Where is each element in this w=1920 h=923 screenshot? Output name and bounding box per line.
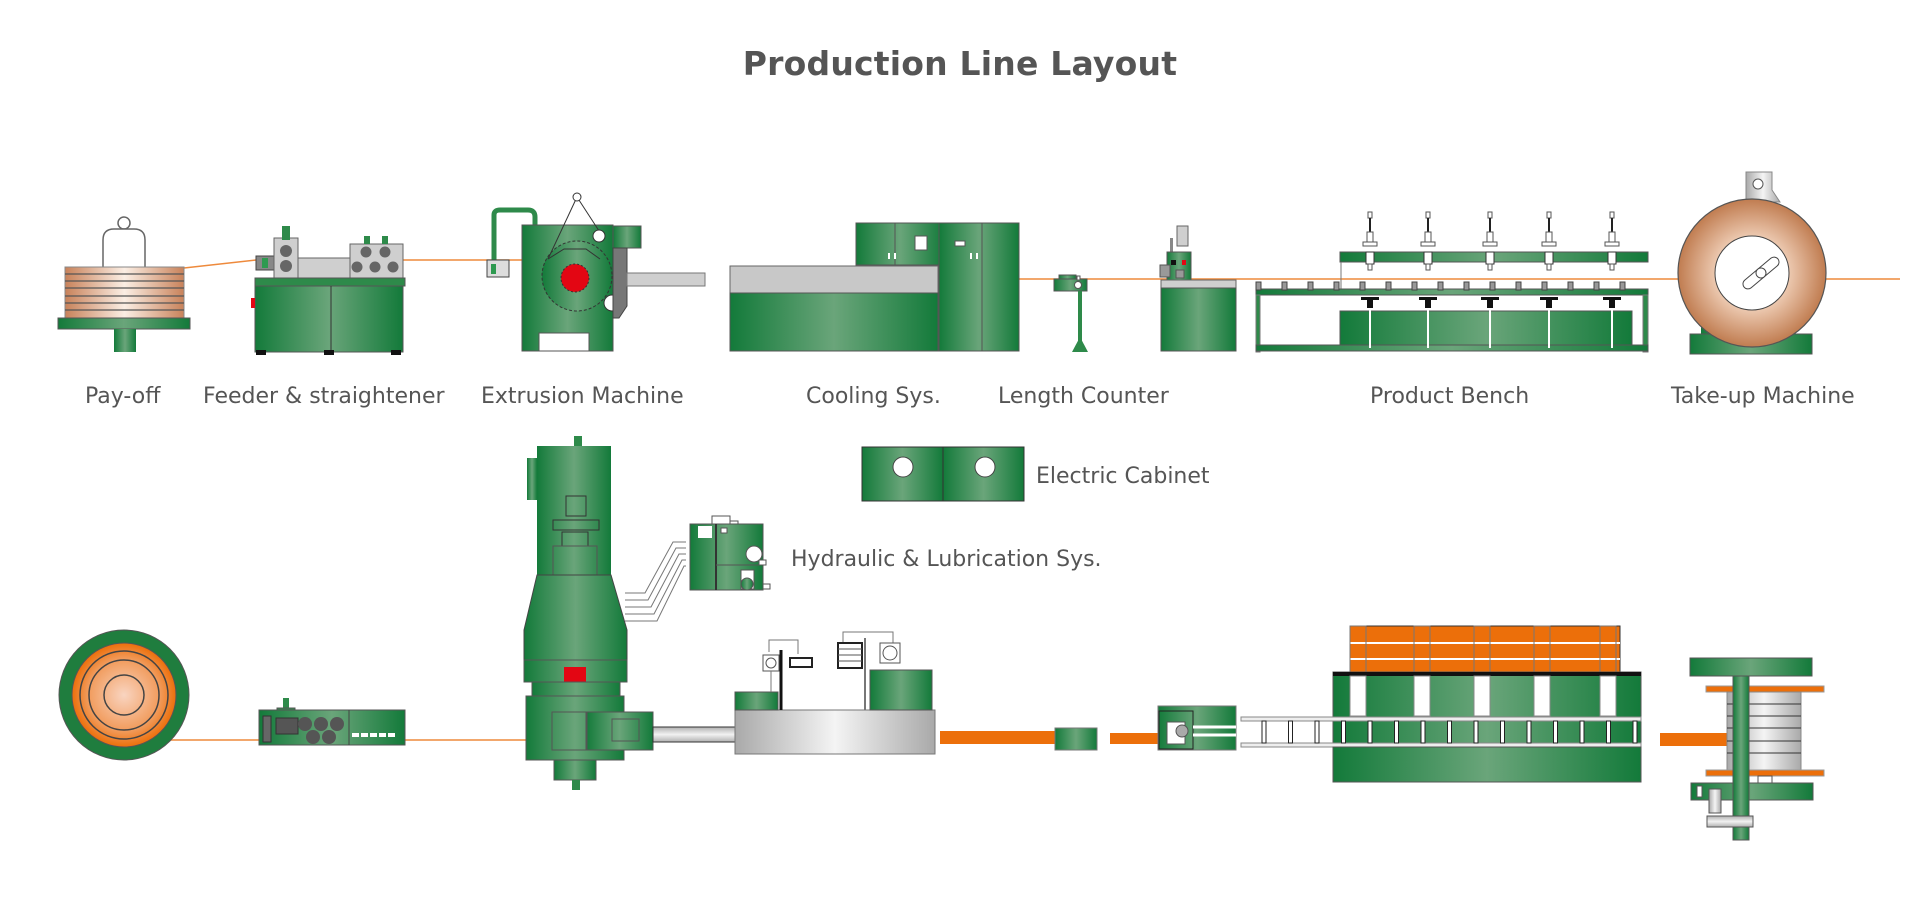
rung (1420, 720, 1426, 744)
station-label-product-bench: Product Bench (1370, 384, 1530, 409)
rung (1447, 720, 1452, 744)
roller-post (1255, 281, 1262, 291)
roller-post (1307, 281, 1314, 291)
payoff-machine[interactable] (57, 216, 191, 352)
hydraulic-lubrication-unit[interactable] (689, 515, 771, 591)
wire-line-top (183, 259, 1900, 280)
length-counter-plan-view[interactable] (1054, 727, 1098, 751)
roller-post (1515, 281, 1522, 291)
cooling-system[interactable] (729, 222, 1020, 352)
roller-post (1463, 281, 1470, 291)
rung (1606, 720, 1611, 744)
product-bench-plan-view[interactable] (1240, 625, 1642, 783)
roller-post (1541, 281, 1548, 291)
roller-post (1333, 281, 1340, 291)
feeder-plan-view[interactable] (258, 698, 406, 746)
rung (1367, 720, 1373, 744)
rung (1314, 720, 1320, 744)
feeder-straightener-machine[interactable] (251, 226, 406, 355)
bench-rollers (1255, 211, 1626, 348)
station-label-payoff: Pay-off (85, 384, 161, 409)
tensioner (1540, 211, 1558, 348)
roller-post (1593, 281, 1600, 291)
rung (1261, 720, 1267, 744)
roller-post (1489, 281, 1496, 291)
legend-label-hydraulic: Hydraulic & Lubrication Sys. (791, 547, 1102, 572)
rung (1500, 720, 1505, 744)
traction-unit[interactable] (1159, 225, 1237, 352)
roller-post (1281, 281, 1288, 291)
rung (1473, 720, 1479, 744)
roller-post (1437, 281, 1444, 291)
traction-unit-plan-view[interactable] (1157, 705, 1237, 751)
rung (1526, 720, 1532, 744)
extrusion-machine[interactable] (486, 192, 706, 352)
rung (1579, 720, 1585, 744)
cooling-trough-plan-view[interactable] (734, 631, 936, 755)
roller-post (1411, 281, 1418, 291)
rung (1288, 720, 1293, 744)
wire-line-bottom (150, 731, 1748, 746)
station-label-cooling: Cooling Sys. (806, 384, 941, 409)
rung (1394, 720, 1399, 744)
product-bench[interactable] (1255, 251, 1649, 353)
station-label-takeup: Take-up Machine (1671, 384, 1855, 409)
station-label-feeder: Feeder & straightener (203, 384, 445, 409)
payoff-plan-view[interactable] (58, 629, 190, 761)
tensioner (1603, 211, 1621, 348)
rung (1553, 720, 1558, 744)
station-label-length-counter: Length Counter (998, 384, 1169, 409)
tensioner (1481, 211, 1499, 348)
hydraulic-lines (625, 541, 686, 622)
roller-post (1619, 281, 1626, 291)
length-counter[interactable] (1053, 274, 1088, 352)
electric-cabinet[interactable] (861, 446, 1025, 502)
page-title: Production Line Layout (742, 44, 1178, 83)
bench-rungs-plan (1261, 720, 1638, 744)
roller-post (1567, 281, 1574, 291)
rung (1341, 720, 1346, 744)
roller-post (1385, 281, 1392, 291)
legend-label-electric-cabinet: Electric Cabinet (1036, 464, 1210, 489)
station-label-extrusion: Extrusion Machine (481, 384, 684, 409)
roller-post (1359, 281, 1366, 291)
takeup-plan-view[interactable] (1689, 657, 1825, 841)
rung (1632, 720, 1638, 744)
tensioner (1361, 211, 1379, 348)
extruder-plan-view[interactable] (523, 436, 736, 790)
tensioner (1419, 211, 1437, 348)
takeup-machine[interactable] (1677, 171, 1827, 355)
